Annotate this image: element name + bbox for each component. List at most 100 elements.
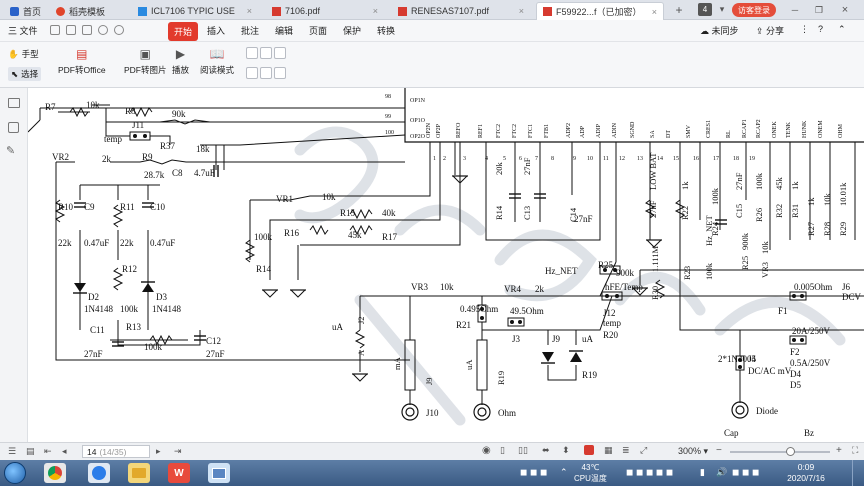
visitor-login-button[interactable]: 访客登录 bbox=[732, 3, 776, 17]
folder-icon[interactable] bbox=[50, 25, 60, 35]
tab-label: RENESAS7107.pdf bbox=[411, 6, 490, 16]
tab-list-icon[interactable]: ▾ bbox=[719, 4, 725, 14]
eye-icon[interactable]: ◉ bbox=[482, 445, 491, 456]
zoom-out-icon[interactable]: − bbox=[716, 445, 722, 456]
ribbon-toolbar: ✋手型 ⬉选择 ▤PDF转Office ▣PDF转图片 ▶播放 📖阅读模式 bbox=[0, 42, 864, 88]
tab-icl7106[interactable]: ICL7106 TYPIC USE× bbox=[132, 2, 258, 20]
show-desktop-button[interactable] bbox=[852, 460, 864, 486]
nav-icon[interactable]: ☰ bbox=[8, 446, 17, 456]
play-button[interactable]: ▶播放 bbox=[172, 47, 189, 76]
start-button[interactable] bbox=[4, 462, 26, 484]
menu-annotate[interactable]: 批注 bbox=[241, 26, 260, 36]
select-label: 选择 bbox=[21, 69, 39, 79]
tab-docer[interactable]: 稻壳模板 bbox=[50, 2, 126, 20]
taskbar-baidu-icon[interactable] bbox=[88, 463, 110, 483]
close-icon[interactable]: × bbox=[518, 6, 524, 16]
sync-status[interactable]: ☁ 未同步 bbox=[700, 26, 739, 36]
bookmark-icon[interactable] bbox=[8, 122, 19, 133]
new-tab-button[interactable]: + bbox=[675, 3, 683, 17]
volume-icon[interactable]: 🔊 bbox=[716, 467, 728, 477]
read-mode-button[interactable]: 📖阅读模式 bbox=[200, 47, 234, 76]
grid-icon[interactable]: ▦ bbox=[604, 445, 613, 455]
window-close-icon[interactable]: × bbox=[841, 4, 849, 16]
schematic-label: 10k bbox=[440, 282, 454, 292]
prev-page-icon[interactable]: ◂ bbox=[62, 446, 67, 456]
menu-insert[interactable]: 插入 bbox=[207, 26, 226, 36]
close-icon[interactable]: × bbox=[246, 6, 252, 16]
tab-home[interactable]: 首页 bbox=[4, 2, 44, 20]
pin-name: FTB1 bbox=[544, 124, 550, 138]
hand-tool[interactable]: ✋手型 bbox=[8, 48, 39, 60]
redo-icon[interactable] bbox=[114, 25, 124, 35]
close-icon[interactable]: × bbox=[372, 6, 378, 16]
pdf-icon bbox=[543, 7, 552, 16]
page-number-box[interactable]: 14(14/35) bbox=[82, 445, 150, 458]
next-page-icon[interactable]: ▸ bbox=[156, 446, 161, 456]
select-tool[interactable]: ⬉选择 bbox=[8, 67, 42, 81]
fit-width-icon[interactable]: ⬌ bbox=[542, 445, 550, 455]
split-icon[interactable] bbox=[260, 67, 272, 79]
slideshow-icon[interactable] bbox=[584, 445, 594, 455]
panel-icon[interactable]: ▤ bbox=[26, 446, 35, 456]
menu-convert[interactable]: 转换 bbox=[377, 26, 396, 36]
image-icon[interactable] bbox=[274, 47, 286, 59]
schematic-label: R37 bbox=[160, 141, 176, 151]
pin-number: 14 bbox=[657, 156, 663, 162]
menu-protect[interactable]: 保护 bbox=[343, 26, 362, 36]
network-icon[interactable]: ▮ bbox=[700, 467, 705, 477]
list-icon[interactable]: ≣ bbox=[622, 445, 630, 455]
single-page-view-icon[interactable]: ▯ bbox=[500, 445, 505, 455]
fullscreen-icon[interactable]: ⤢ bbox=[640, 445, 648, 455]
menu-edit[interactable]: 编辑 bbox=[275, 26, 294, 36]
zoom-level[interactable]: 300% ▾ bbox=[678, 446, 709, 456]
tab-active-doc[interactable]: F59922...f（已加密）× bbox=[536, 2, 664, 20]
annotation-icon[interactable]: ✎ bbox=[6, 145, 16, 157]
tray-expand-icon[interactable]: ⌃ bbox=[560, 467, 568, 477]
zoom-slider-thumb[interactable] bbox=[785, 447, 795, 456]
close-icon[interactable]: × bbox=[651, 6, 657, 17]
more-icon[interactable]: ⋮ bbox=[800, 24, 809, 34]
collapse-ribbon-icon[interactable]: ⌃ bbox=[838, 24, 846, 34]
pdf-to-image-button[interactable]: ▣PDF转图片 bbox=[124, 47, 167, 76]
taskbar-window-icon[interactable] bbox=[208, 463, 230, 483]
tab-renesas[interactable]: RENESAS7107.pdf × bbox=[392, 2, 530, 20]
minimize-icon[interactable]: ─ bbox=[791, 5, 799, 15]
help-icon[interactable]: ? bbox=[818, 24, 824, 34]
ocr-icon[interactable] bbox=[246, 67, 258, 79]
tray-icons[interactable]: ◼ ◼ ◼ bbox=[520, 467, 548, 477]
text-icon[interactable] bbox=[260, 47, 272, 59]
print-icon[interactable] bbox=[82, 25, 92, 35]
add-page-icon[interactable] bbox=[246, 47, 258, 59]
schematic-label: J9 bbox=[552, 334, 561, 344]
menu-page[interactable]: 页面 bbox=[309, 26, 328, 36]
zoom-in-icon[interactable]: + bbox=[836, 445, 842, 456]
taskbar-wps-icon[interactable]: W bbox=[168, 463, 190, 483]
maximize-icon[interactable]: ❐ bbox=[814, 4, 824, 15]
ime-icon[interactable]: ◼ ◼ ◼ bbox=[732, 467, 760, 477]
menu-file[interactable]: 三 文件 bbox=[8, 26, 38, 36]
zoom-slider[interactable] bbox=[730, 451, 830, 453]
thumbnail-icon[interactable] bbox=[8, 98, 20, 108]
menu-start[interactable]: 开始 bbox=[168, 22, 199, 41]
taskbar-explorer-icon[interactable] bbox=[128, 463, 150, 483]
pdf-image-icon: ▣ bbox=[139, 47, 151, 61]
pin-name: DT bbox=[666, 130, 672, 138]
share-button[interactable]: ⇪ 分享 bbox=[756, 26, 785, 36]
undo-icon[interactable] bbox=[98, 25, 108, 35]
pdf-to-office-button[interactable]: ▤PDF转Office bbox=[58, 47, 106, 76]
save-icon[interactable] bbox=[66, 25, 76, 35]
tray-icons-2[interactable]: ◼ ◼ ◼ ◼ ◼ bbox=[626, 467, 674, 477]
last-page-icon[interactable]: ⇥ bbox=[174, 446, 182, 456]
fit-page-icon[interactable]: ⬍ bbox=[562, 445, 570, 455]
schematic-label-vertical: R32 bbox=[774, 204, 784, 218]
merge-icon[interactable] bbox=[274, 67, 286, 79]
pin-number: 10 bbox=[587, 156, 593, 162]
double-page-view-icon[interactable]: ▯▯ bbox=[518, 445, 528, 455]
taskbar-chrome-icon[interactable] bbox=[44, 463, 66, 483]
tab-7106pdf[interactable]: 7106.pdf× bbox=[266, 2, 384, 20]
first-page-icon[interactable]: ⇤ bbox=[44, 446, 52, 456]
fit-icon[interactable]: ⛶ bbox=[852, 445, 859, 455]
tab-count-badge[interactable]: 4 bbox=[698, 3, 712, 16]
